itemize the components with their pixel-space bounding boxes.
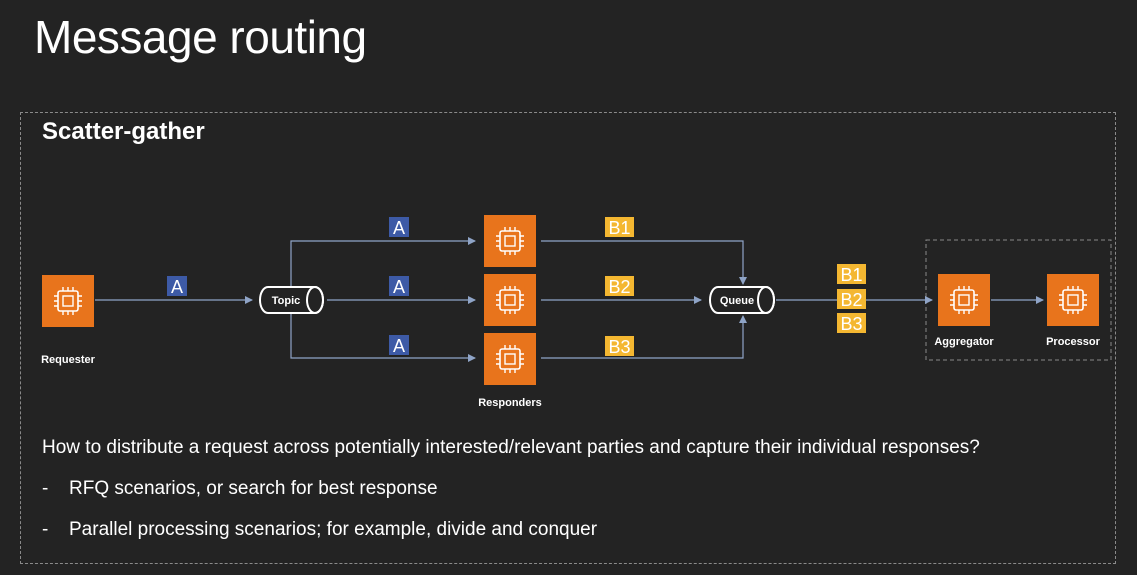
queued-tag-2: B2 (837, 289, 866, 310)
response-tag-2: B2 (605, 276, 634, 297)
requester-compute-icon (42, 275, 94, 327)
responder-1-compute-icon (484, 215, 536, 267)
processor-compute-icon (1047, 274, 1099, 326)
svg-text:A: A (393, 336, 405, 356)
queue-label: Queue (720, 295, 754, 307)
svg-text:B1: B1 (840, 265, 862, 285)
bullet-list: - RFQ scenarios, or search for best resp… (42, 478, 597, 560)
svg-text:A: A (171, 277, 183, 297)
bullet-text: RFQ scenarios, or search for best respon… (69, 478, 438, 499)
responders-label: Responders (478, 397, 542, 409)
topic-to-responder-3-connector (290, 314, 476, 362)
fanout-tag-2: A (389, 276, 409, 297)
responder-3-compute-icon (484, 333, 536, 385)
queue-pipe-icon (709, 286, 775, 314)
topic-pipe-icon (259, 286, 324, 314)
fanout-tag-3: A (389, 335, 409, 356)
list-item: - RFQ scenarios, or search for best resp… (42, 478, 597, 519)
scatter-gather-panel (20, 112, 1116, 564)
bullet-text: Parallel processing scenarios; for examp… (69, 519, 598, 540)
responder-3-to-queue-connector (541, 315, 747, 359)
responder-1-to-queue-connector (541, 240, 747, 285)
bullet-marker: - (42, 478, 49, 499)
response-tag-3: B3 (605, 336, 634, 357)
svg-text:A: A (393, 277, 405, 297)
svg-text:B2: B2 (840, 290, 862, 310)
bullet-marker: - (42, 519, 49, 540)
svg-text:B2: B2 (608, 277, 630, 297)
responder-2-compute-icon (484, 274, 536, 326)
list-item: - Parallel processing scenarios; for exa… (42, 519, 597, 560)
fanout-tag-1: A (389, 217, 409, 238)
request-tag: A (167, 276, 187, 297)
connectors (95, 237, 1044, 362)
queued-tag-3: B3 (837, 313, 866, 334)
pattern-title: Scatter-gather (42, 118, 205, 145)
aggregator-compute-icon (938, 274, 990, 326)
aggregator-label: Aggregator (934, 336, 994, 348)
requester-label: Requester (41, 354, 96, 366)
question-text: How to distribute a request across poten… (42, 437, 980, 458)
svg-text:B3: B3 (608, 337, 630, 357)
slide-title: Message routing (34, 11, 367, 63)
response-tag-1: B1 (605, 217, 634, 238)
svg-text:B3: B3 (840, 314, 862, 334)
topic-to-responder-1-connector (290, 237, 476, 286)
topic-label: Topic (272, 295, 301, 307)
svg-text:B1: B1 (608, 218, 630, 238)
processor-label: Processor (1046, 336, 1101, 348)
queued-tag-1: B1 (837, 264, 866, 285)
svg-text:A: A (393, 218, 405, 238)
